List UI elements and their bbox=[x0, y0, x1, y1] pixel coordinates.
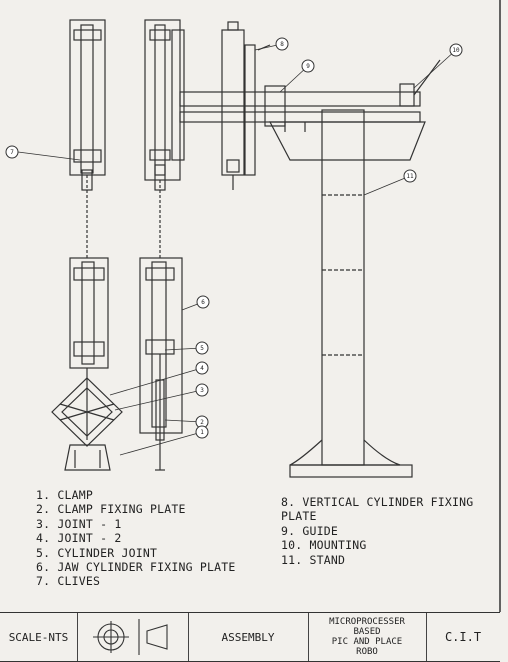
legend-item: 6. JAW CYLINDER FIXING PLATE bbox=[36, 560, 236, 575]
callout-3: 3 bbox=[195, 383, 209, 397]
project-line-4: ROBO bbox=[356, 647, 378, 657]
svg-text:5: 5 bbox=[200, 345, 204, 352]
callout-2: 2 bbox=[195, 415, 209, 429]
callout-6: 6 bbox=[196, 295, 210, 309]
legend-item: 7. CLIVES bbox=[36, 574, 101, 589]
legend-item: 8. VERTICAL CYLINDER FIXING PLATE bbox=[281, 495, 474, 524]
title-block: SCALE-NTS ASSEMBLY MICROPROCESSER BASED … bbox=[0, 612, 500, 662]
callout-4: 4 bbox=[195, 361, 209, 375]
svg-text:8: 8 bbox=[280, 41, 284, 48]
middle-jaw-cylinder bbox=[139, 257, 183, 471]
svg-text:10: 10 bbox=[452, 47, 460, 54]
svg-text:2: 2 bbox=[200, 419, 204, 426]
callout-7: 7 bbox=[5, 145, 19, 159]
right-upper-cylinder bbox=[221, 21, 271, 190]
legend-item: 1. CLAMP bbox=[36, 488, 93, 502]
organization-cell: C.I.T bbox=[444, 630, 482, 644]
legend-item: 5. CYLINDER JOINT bbox=[36, 545, 158, 560]
callout-8: 8 bbox=[275, 37, 289, 51]
callout-10: 10 bbox=[449, 43, 463, 57]
svg-text:4: 4 bbox=[200, 365, 204, 372]
svg-text:9: 9 bbox=[306, 63, 310, 70]
svg-text:6: 6 bbox=[201, 299, 205, 306]
assembly-drawing: 7 8 9 10 11 6 5 4 3 2 1 bbox=[5, 0, 501, 612]
first-angle-projection-icon bbox=[92, 619, 168, 655]
left-upper-clamp bbox=[69, 19, 106, 260]
drawing-type-cell: ASSEMBLY bbox=[188, 613, 309, 661]
legend-item: 10. MOUNTING bbox=[281, 538, 367, 553]
svg-text:3: 3 bbox=[200, 387, 204, 394]
parts-legend-right: 8. VERTICAL CYLINDER FIXING PLATE 9. GUI… bbox=[281, 495, 506, 567]
parts-legend-left: 1. CLAMP 2. CLAMP FIXING PLATE 3. JOINT … bbox=[36, 488, 235, 589]
scale-cell: SCALE-NTS bbox=[0, 613, 78, 661]
project-line-2: BASED bbox=[353, 627, 381, 637]
svg-text:11: 11 bbox=[406, 173, 414, 180]
svg-text:7: 7 bbox=[10, 149, 14, 156]
middle-upper-cylinder bbox=[144, 19, 185, 260]
project-title-cell: MICROPROCESSER BASED PIC AND PLACE ROBO bbox=[308, 613, 427, 661]
legend-item: 4. JOINT - 2 bbox=[36, 531, 122, 546]
project-line-3: PIC AND PLACE bbox=[331, 637, 403, 647]
legend-item: 11. STAND bbox=[281, 552, 346, 567]
project-line-1: MICROPROCESSER bbox=[329, 617, 405, 627]
callout-11: 11 bbox=[403, 169, 417, 183]
stand bbox=[289, 109, 413, 478]
left-jaw-cylinder bbox=[51, 257, 123, 471]
legend-item: 9. GUIDE bbox=[281, 523, 338, 538]
callout-5: 5 bbox=[195, 341, 209, 355]
callout-1: 1 bbox=[195, 425, 209, 439]
projection-symbol-cell bbox=[77, 613, 189, 661]
guide-block bbox=[269, 121, 426, 161]
callout-9: 9 bbox=[301, 59, 315, 73]
svg-text:1: 1 bbox=[200, 429, 204, 436]
legend-item: 2. CLAMP FIXING PLATE bbox=[36, 502, 186, 517]
legend-item: 3. JOINT - 1 bbox=[36, 516, 122, 531]
